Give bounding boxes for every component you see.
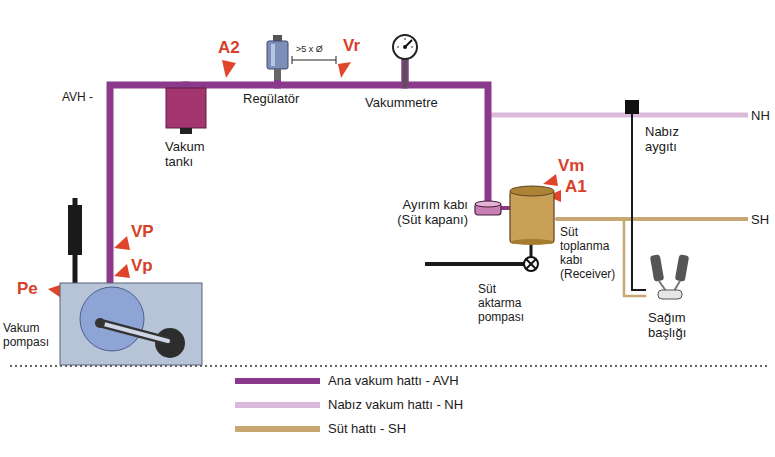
- legend-swatch: [235, 426, 320, 432]
- pipe-line: [278, 60, 406, 85]
- vacuum-tank: Vakum tankı: [166, 88, 206, 128]
- pipe-connector: [502, 208, 508, 209]
- callout-label: Vm: [558, 156, 584, 175]
- pipe-connector: [405, 60, 488, 200]
- vacuum-gauge-shape: [392, 34, 418, 60]
- callout-label: Vp: [131, 256, 153, 275]
- pipe-line: [632, 114, 645, 290]
- part-label: Nabız aygıtı: [645, 124, 703, 154]
- exhaust-silencer: [68, 205, 82, 255]
- vacuum-tank-shape: [166, 88, 206, 128]
- pulse-vacuum-line: [488, 113, 748, 118]
- regulator-symbol: Regülatör: [265, 35, 290, 80]
- line-label: NH: [751, 108, 770, 123]
- pulsator: Nabız aygıtı: [625, 100, 639, 114]
- milking-cluster-shape: [645, 255, 695, 300]
- callout-label: VP: [131, 222, 154, 241]
- line-label: SH: [751, 212, 769, 227]
- pulsator-shape: [625, 100, 639, 114]
- distance-bracket: [292, 60, 336, 61]
- callout-pointer: [543, 174, 558, 186]
- pipe-line: [405, 60, 488, 200]
- callout-label: Pe: [17, 279, 38, 298]
- callout-pointer: [338, 62, 351, 78]
- milk-receiver: Süt toplanma kabı (Receiver): [508, 185, 556, 245]
- vacuum-pump-shape: [60, 283, 202, 365]
- distance-bracket: [336, 56, 337, 64]
- callout-label: A1: [565, 177, 587, 196]
- callout-pointer: [114, 236, 130, 250]
- legend-swatch: [235, 402, 320, 408]
- milk-receiver-shape: [508, 185, 556, 245]
- part-label: Süt toplanma kabı (Receiver): [560, 225, 620, 281]
- callout-label: Vr: [343, 36, 360, 55]
- part-label: Regülatör: [243, 91, 323, 106]
- regulator-symbol-shape: [265, 35, 290, 80]
- pipe-connector: [531, 245, 532, 256]
- pipe-connector: [186, 80, 278, 88]
- part-label: Ayırım kabı (Süt kapanı): [386, 197, 468, 227]
- pipe-connector: [632, 114, 645, 290]
- line-label: AVH -: [62, 90, 93, 104]
- callout-pointer: [222, 60, 236, 78]
- pipe-connector: [556, 219, 645, 296]
- transfer-pipe: [425, 262, 524, 266]
- line-label: >5 x Ø: [296, 44, 323, 55]
- part-label: Vakummetre: [365, 95, 455, 110]
- part-label: Sağım başlığı: [648, 310, 708, 340]
- legend-text: Süt hattı - SH: [328, 421, 406, 436]
- part-label: Vakum pompası: [3, 321, 59, 349]
- part-label: Süt aktarma pompası: [478, 282, 540, 324]
- pipe-line: [186, 80, 278, 88]
- vacuum-gauge: Vakummetre: [392, 34, 418, 60]
- callout-label: A2: [218, 38, 240, 57]
- legend-swatch: [235, 378, 320, 384]
- pipe-line: [502, 206, 508, 210]
- legend-text: Ana vakum hattı - AVH: [328, 373, 459, 388]
- pipe-connector: [278, 60, 406, 85]
- milk-pump-valve: Süt aktarma pompası: [523, 256, 539, 272]
- part-label: Vakum tankı: [165, 139, 225, 169]
- legend-text: Nabız vakum hattı - NH: [328, 397, 463, 412]
- milking-cluster: Sağım başlığı: [645, 255, 695, 300]
- pipe-line: [556, 219, 645, 296]
- distance-bracket: [292, 56, 293, 64]
- sanitary-trap-shape: [474, 200, 502, 216]
- milk-pump-valve-shape: [523, 256, 539, 272]
- callout-pointer: [114, 264, 130, 278]
- sanitary-trap: Ayırım kabı (Süt kapanı): [474, 200, 502, 216]
- vacuum-pump: Vakum pompası: [60, 283, 202, 365]
- pipe-line: [530, 245, 533, 256]
